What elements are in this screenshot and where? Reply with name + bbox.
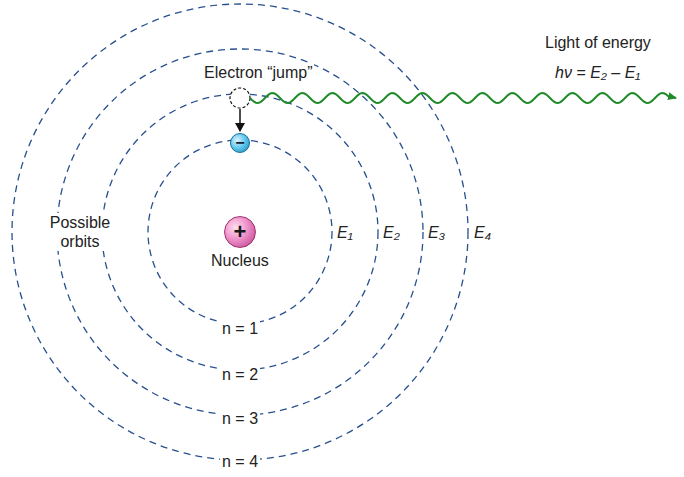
text-label: Possible orbits: [35, 213, 125, 251]
former-electron-position: [230, 88, 250, 108]
node-symbol: −: [231, 134, 249, 152]
text-label: n = 2: [220, 365, 260, 384]
text-label: n = 3: [220, 409, 260, 428]
text-label: hν = E₂ – E₁: [553, 63, 642, 82]
electron-circle: −: [230, 133, 250, 153]
text-label: n = 1: [220, 319, 260, 338]
text-label: E₁: [335, 223, 355, 242]
orbit-4: [12, 4, 468, 460]
orbit-2: [102, 94, 378, 370]
text-label: Light of energy: [543, 33, 653, 52]
jump-arrow: [239, 109, 241, 131]
text-label: n = 4: [220, 452, 260, 471]
text-label: Electron “jump”: [202, 63, 314, 82]
text-label: E₃: [426, 223, 447, 242]
text-label: E₄: [472, 223, 493, 242]
orbit-1: [148, 140, 332, 324]
node-symbol: +: [225, 217, 255, 247]
nucleus-circle: +Nucleus: [224, 216, 256, 248]
text-label: E₂: [381, 223, 402, 242]
node-caption: Nucleus: [209, 251, 271, 270]
photon-wave: [250, 93, 676, 103]
